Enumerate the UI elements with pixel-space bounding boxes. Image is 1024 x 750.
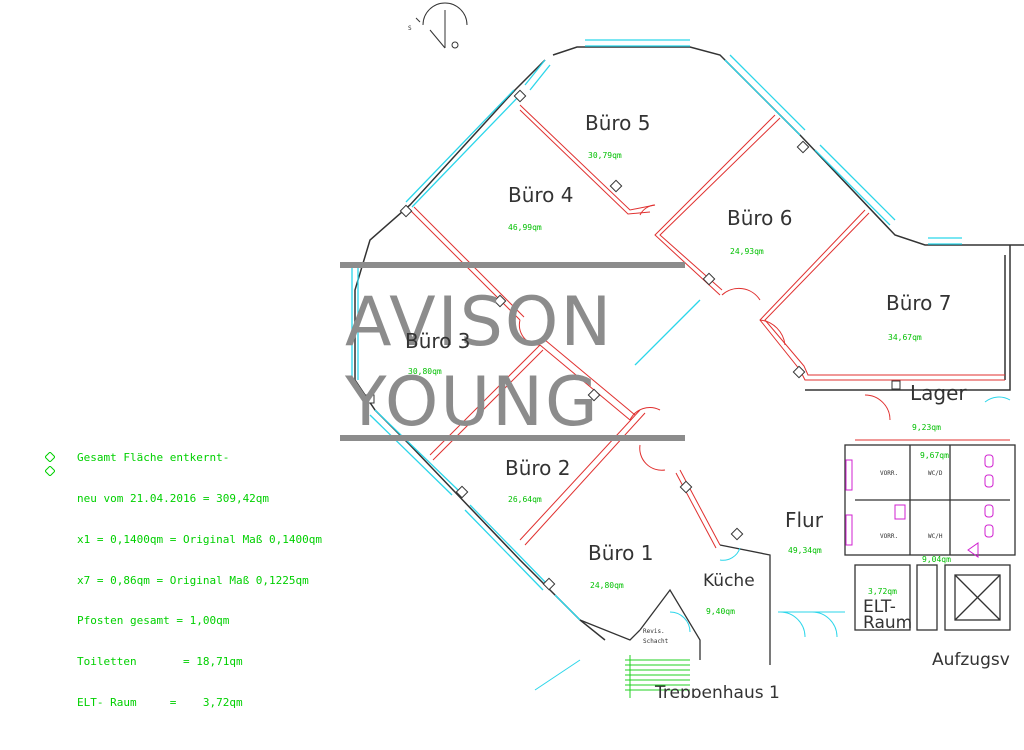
- room-name-buero5: Büro 5: [585, 111, 651, 135]
- label-vorr-top: VORR.: [880, 470, 898, 477]
- label-revis-line1: Revis.: [643, 628, 665, 635]
- toilet-fixtures: [845, 454, 994, 558]
- legend-line1: Gesamt Fläche entkernt-: [77, 451, 230, 465]
- svg-text:S: S: [408, 25, 412, 32]
- room-area-kueche: 9,40qm: [706, 607, 735, 616]
- room-area-buero7: 34,67qm: [888, 333, 922, 342]
- room-name-buero1: Büro 1: [588, 541, 654, 565]
- column-posts: [365, 89, 901, 591]
- room-area-buero3: 30,80qm: [408, 367, 442, 376]
- windows: [351, 39, 962, 621]
- legend-line6: Toiletten = 18,71qm: [77, 655, 243, 669]
- room-name-elt-line1: ELT-: [863, 597, 896, 617]
- legend-line4: x7 = 0,86qm = Original Maß 0,1225qm: [77, 573, 309, 587]
- entry-doors: [534, 396, 1011, 691]
- room-name-elt-line2: Raum: [863, 613, 912, 633]
- room-name-aufzug: Aufzugsv: [932, 650, 1010, 670]
- room-area-buero6: 24,93qm: [730, 247, 764, 256]
- room-area-buero4: 46,99qm: [508, 223, 542, 232]
- stairs: [625, 655, 690, 698]
- legend-line2: neu vom 21.04.2016 = 309,42qm: [77, 491, 270, 505]
- diamond-icon: [45, 452, 55, 462]
- floor-plan: S: [340, 2, 1024, 698]
- legend-line5: Pfosten gesamt = 1,00qm: [77, 614, 230, 628]
- room-area-flur: 49,34qm: [788, 546, 822, 555]
- diamond-icon: [45, 466, 55, 476]
- label-wc-h: WC/H: [928, 533, 943, 540]
- label-revis-line2: Schacht: [643, 638, 669, 645]
- room-name-buero4: Büro 4: [508, 183, 574, 207]
- room-name-kueche: Küche: [703, 571, 755, 591]
- legend-line3: x1 = 0,1400qm = Original Maß 0,1400qm: [77, 532, 323, 546]
- room-name-buero6: Büro 6: [727, 206, 793, 230]
- room-name-buero3: Büro 3: [405, 329, 471, 353]
- watermark: AVISON YOUNG: [340, 262, 685, 442]
- room-name-treppenhaus: Treppenhaus 1: [654, 683, 780, 698]
- room-area-elt: 3,72qm: [868, 587, 897, 596]
- compass-icon: S: [408, 2, 468, 49]
- room-name-flur: Flur: [785, 508, 824, 532]
- room-area-buero1: 24,80qm: [590, 581, 624, 590]
- building-core: [579, 444, 1016, 665]
- watermark-line2: YOUNG: [344, 363, 600, 442]
- watermark-line1: AVISON: [345, 283, 613, 362]
- room-area-buero2: 26,64qm: [508, 495, 542, 504]
- label-vorr-bottom: VORR.: [880, 533, 898, 540]
- room-name-buero7: Büro 7: [886, 291, 952, 315]
- room-area-lager: 9,23qm: [912, 423, 941, 432]
- area-legend: Gesamt Fläche entkernt- neu vom 21.04.20…: [45, 424, 323, 750]
- room-name-lager: Lager: [910, 381, 967, 405]
- room-area-wc-top: 9,67qm: [920, 451, 949, 460]
- room-area-buero5: 30,79qm: [588, 151, 622, 160]
- label-wc-d: WC/D: [928, 470, 943, 477]
- room-name-buero2: Büro 2: [505, 456, 571, 480]
- room-area-wc-bottom: 9,04qm: [922, 555, 951, 564]
